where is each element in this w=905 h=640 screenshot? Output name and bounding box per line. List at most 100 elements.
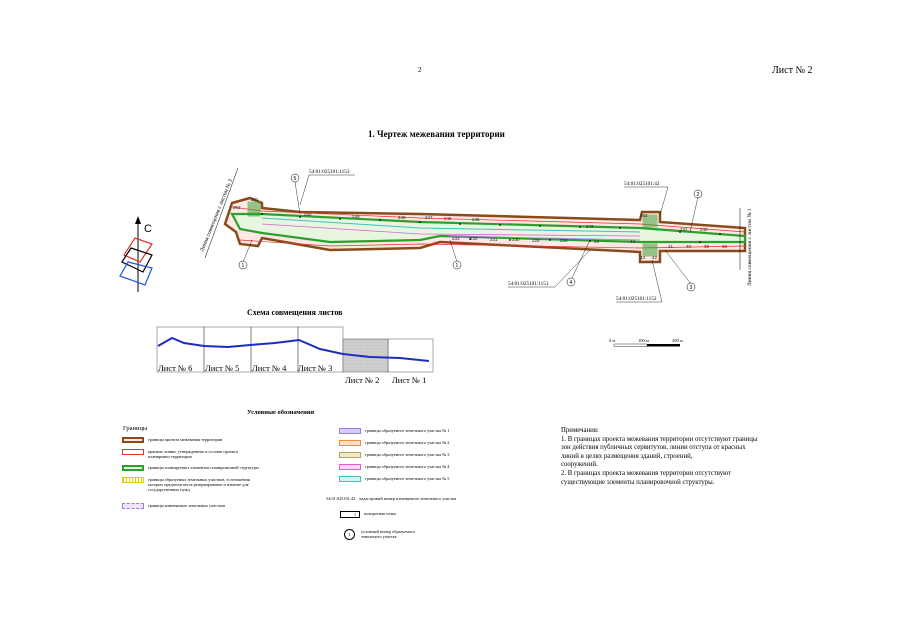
legend-cadastral-example: 54:01:025101:42: [326, 496, 356, 501]
point-number: 228: [560, 238, 568, 243]
legend-text: красные линии, утвержденные в составе пр…: [148, 449, 238, 459]
notes-line: 1. В границах проекта межевания территор…: [561, 435, 758, 443]
legend-text: кадастровый номер изменяемого земельного…: [359, 496, 457, 501]
legend-swatch: [122, 477, 144, 483]
alignment-line-left: [204, 167, 239, 259]
parcel-number-swatch: 1: [344, 529, 355, 540]
point-number: 243: [586, 224, 594, 229]
parcel-marker: 5: [294, 176, 297, 182]
notes-line: сооружений.: [561, 461, 598, 469]
point-number: 42: [652, 255, 658, 260]
legend-text: границы образуемого земельного участка №…: [365, 428, 450, 433]
point-number: 248: [398, 215, 406, 220]
legend-swatch: [339, 464, 361, 470]
legend-text: границы образуемых земельных участков, в…: [148, 477, 251, 492]
parcel-4-line: [261, 223, 641, 237]
notes-title: Примечания:: [561, 427, 599, 434]
legend-item: границы изменяемых земельных участков: [122, 503, 322, 509]
red-line-bottom: [239, 239, 746, 249]
crossroad-right-bottom: [642, 243, 658, 257]
scale-bar: [613, 343, 680, 347]
point-number: 245: [472, 217, 480, 222]
parcel-5-line: [261, 217, 641, 233]
point-number: 45: [594, 239, 600, 244]
cadastral-label: 54:01:025101:1153: [309, 169, 350, 175]
drawing-title: 1. Чертеж межевания территории: [368, 129, 505, 139]
parcel-marker: 2: [697, 192, 700, 198]
legend-swatch: [122, 465, 144, 471]
point-number: 38: [722, 244, 728, 249]
legend-item: границы планируемых элементов планировоч…: [122, 465, 322, 471]
point-number: 246: [444, 216, 452, 221]
scheme-sheet-label: Лист № 6: [158, 363, 193, 373]
point-number: 249: [352, 214, 360, 219]
crossroad-right: [642, 214, 658, 228]
legend-text: границы образуемого земельного участка №…: [365, 440, 450, 445]
parcel-1-line: [449, 235, 641, 241]
scale-end: 200 м: [672, 338, 683, 343]
scheme-sheet-label: Лист № 3: [298, 363, 333, 373]
notes-line: существующие элементы планировочной стру…: [561, 478, 715, 486]
legend-swatch: [122, 449, 144, 455]
point-number: 242: [640, 213, 648, 218]
point-number: 230: [512, 237, 520, 242]
notes-block: Примечания: 1. В границах проекта межева…: [561, 427, 801, 487]
scheme-title: Схема совмещения листов: [247, 308, 343, 317]
legend-cadastral: 54:01:025101:42 кадастровый номер изменя…: [326, 496, 456, 501]
point-number: 39: [704, 244, 710, 249]
legend-text: условный номер образуемого земельного уч…: [361, 529, 415, 539]
point-number: 233: [452, 236, 460, 241]
turn-points: [261, 213, 721, 243]
point-number: 44: [630, 239, 636, 244]
point-number: 241: [680, 227, 688, 232]
legend-swatch: [339, 452, 361, 458]
point-number: 247: [425, 215, 433, 220]
legend-swatch: [339, 440, 361, 446]
parcel-marker: 3: [690, 285, 693, 291]
legend-item: границы образуемого земельного участка №…: [339, 476, 449, 482]
legend-swatch: [122, 503, 144, 509]
cadastral-label: 54:01:025101:1151: [508, 281, 549, 287]
point-number: 250: [304, 212, 312, 217]
cadastral-label: 54:01:025101:1152: [616, 296, 657, 302]
legend-parcel-number: 1 условный номер образуемого земельного …: [344, 529, 433, 540]
point-number: 43: [640, 255, 646, 260]
point-number: 41: [668, 244, 674, 249]
parcel-marker: 1: [456, 263, 459, 269]
north-label: С: [144, 223, 152, 235]
legend-swatch: [339, 428, 361, 434]
scheme-sheet-label: Лист № 2: [345, 375, 380, 385]
point-number: 229: [532, 238, 540, 243]
scale-zero: 0 м: [609, 338, 615, 343]
cadastral-label: 54:01:025101:42: [624, 181, 660, 187]
legend-text: границы планируемых элементов планировоч…: [148, 465, 259, 470]
legend-turn-point: 1 поворотная точка: [340, 511, 396, 518]
crossroad-left: [247, 201, 261, 217]
point-number: 232: [470, 236, 478, 241]
legend-item: границы проекта межевания территории: [122, 437, 322, 443]
sheet-label: Лист № 2: [772, 65, 813, 76]
point-number: 240: [700, 227, 708, 232]
legend-text: границы образуемого земельного участка №…: [365, 476, 450, 481]
legend-text: поворотная точка: [364, 511, 396, 516]
notes-line: линий в целях размещения зданий, строени…: [561, 452, 693, 460]
parcel-marker: 1: [242, 263, 245, 269]
page-number: 2: [418, 66, 422, 74]
point-number: 40: [686, 244, 692, 249]
legend-item: красные линии, утвержденные в составе пр…: [122, 449, 322, 459]
legend-item: границы образуемого земельного участка №…: [339, 464, 449, 470]
scheme-road-line: [157, 336, 430, 362]
point-number: 253: [233, 205, 241, 210]
scheme-sheet-label: Лист № 5: [205, 363, 240, 373]
legend-text: границы образуемого земельного участка №…: [365, 452, 450, 457]
scale-mid: 100 м: [638, 338, 649, 343]
notes-line: 2. В границах проекта межевания территор…: [561, 469, 732, 477]
legend-swatch: [339, 476, 361, 482]
legend-text: границы проекта межевания территории: [148, 437, 223, 442]
point-number: 251: [251, 197, 259, 202]
legend-title: Условные обозначения: [247, 409, 315, 416]
notes-line: зон действия публичных сервитутов, линии…: [561, 444, 746, 452]
legend-item: границы образуемого земельного участка №…: [339, 452, 449, 458]
side-label-right: Линия совмещения с листом № 1: [747, 208, 753, 286]
